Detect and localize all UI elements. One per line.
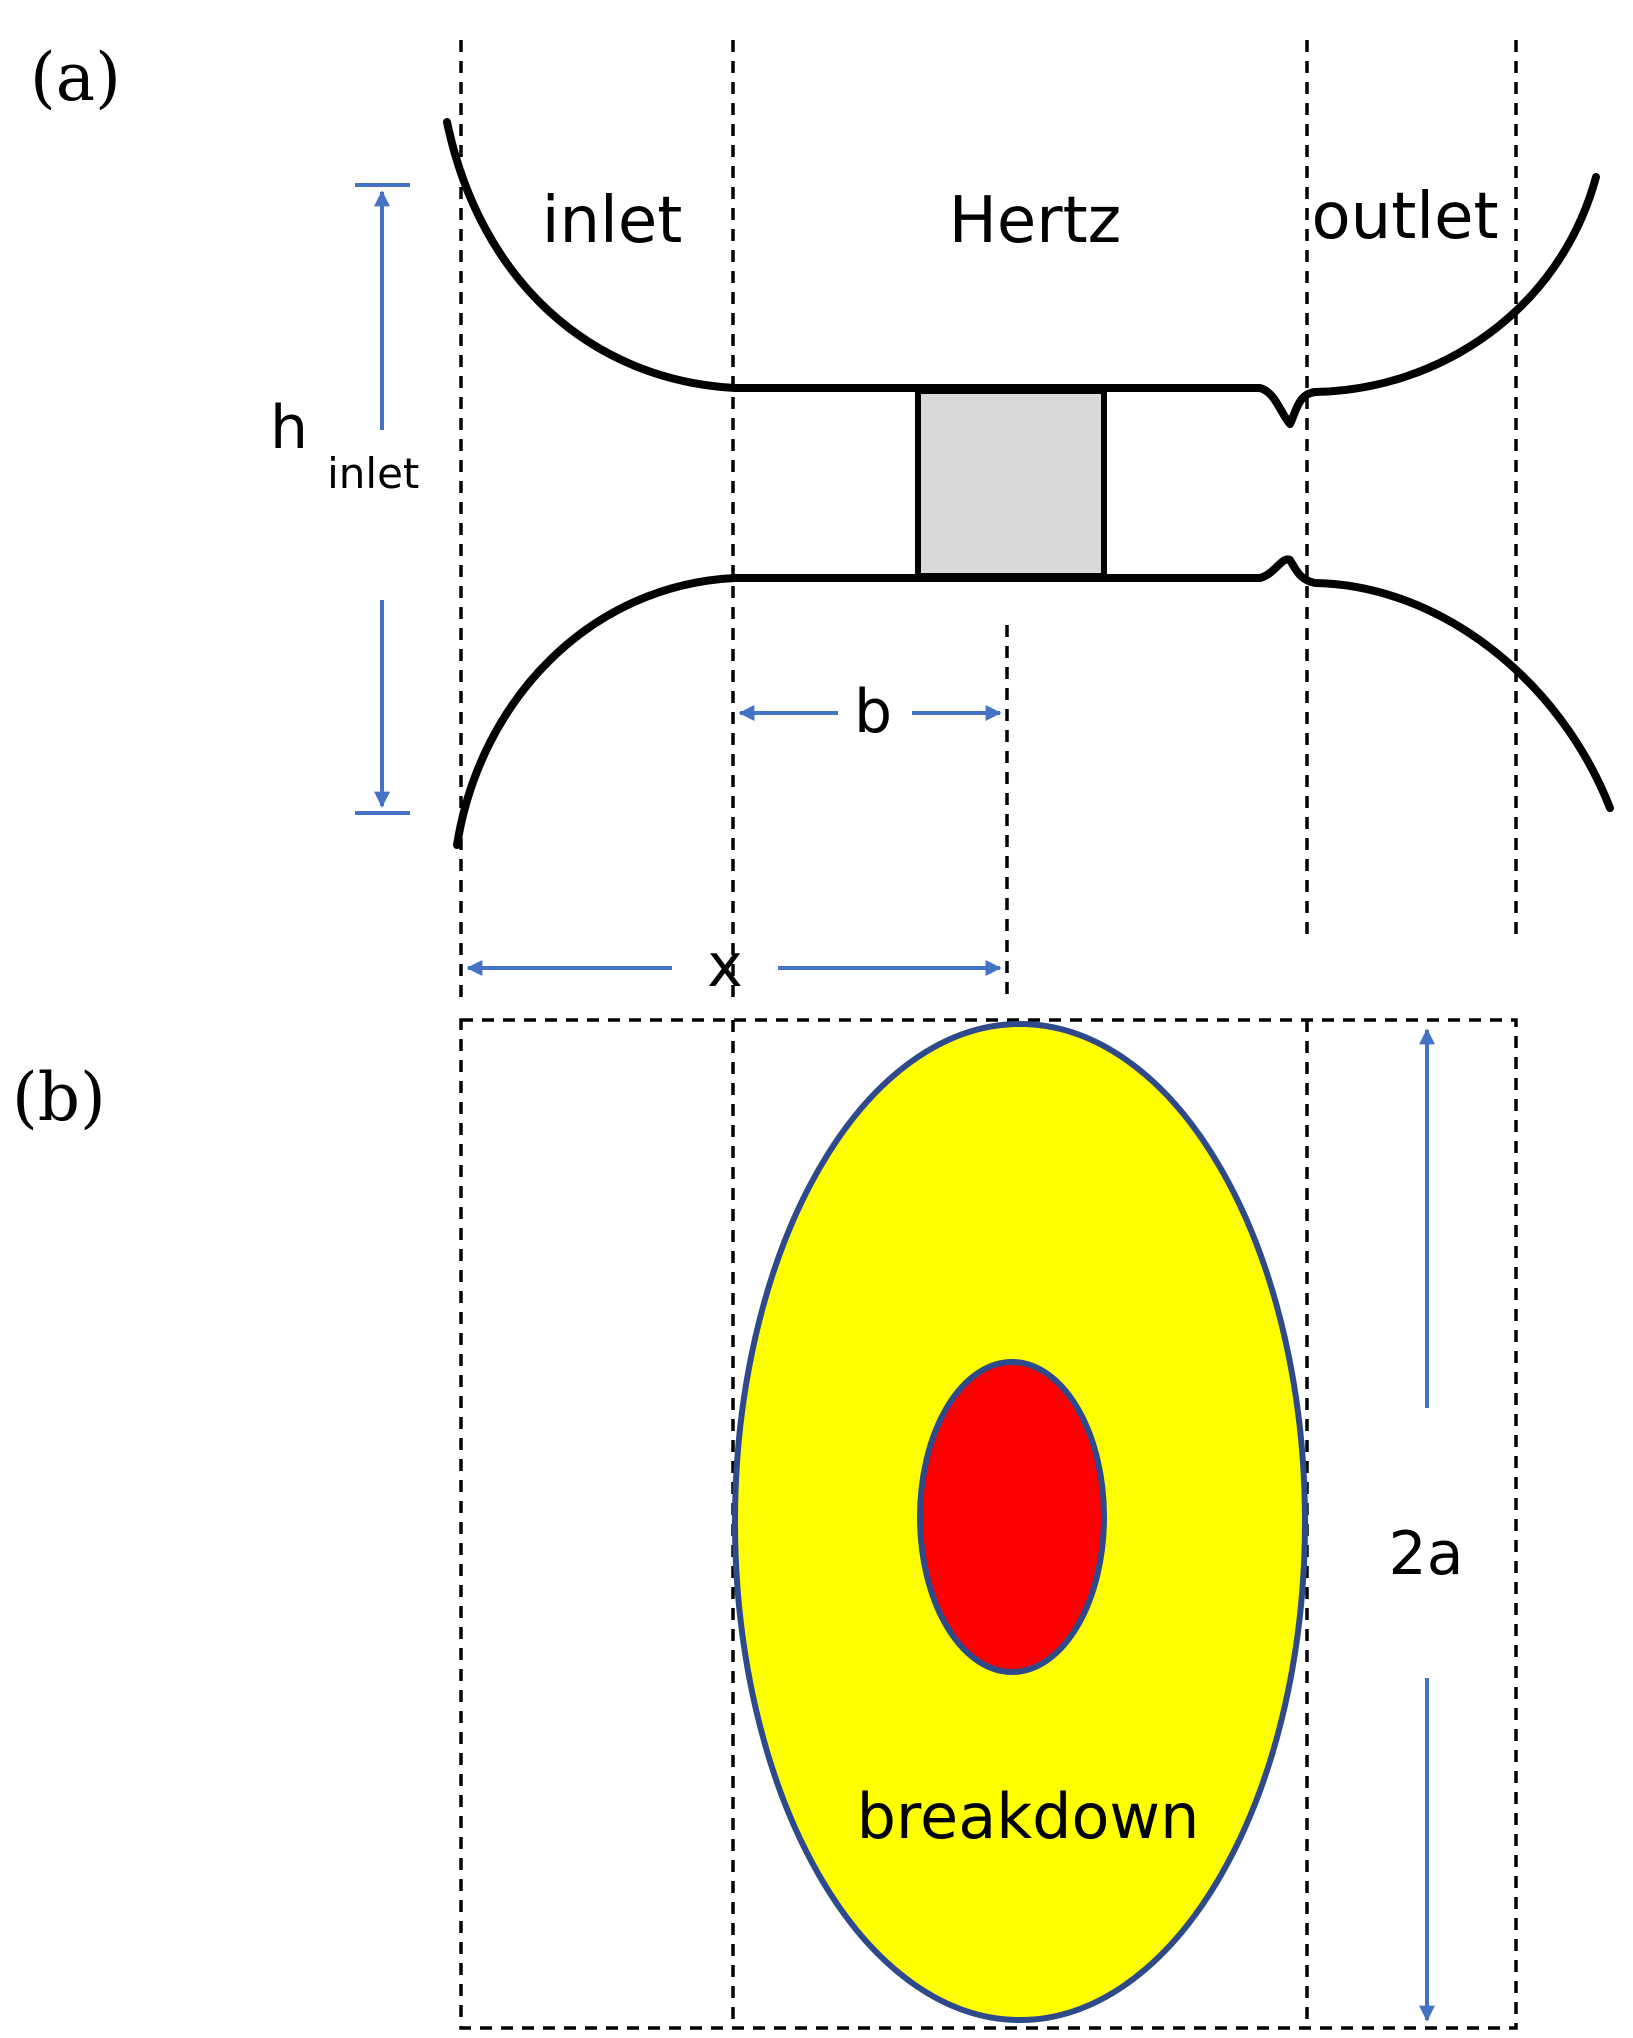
- lower-surface: [453, 555, 1614, 849]
- panel-b-outer-box: [459, 1018, 1518, 2030]
- h-inlet-label: h inlet: [270, 393, 419, 498]
- region-label-hertz: Hertz: [949, 184, 1122, 258]
- panel-b-label: (b): [12, 1059, 106, 1136]
- x-label: x: [707, 931, 743, 1001]
- h-inlet-dimension: [355, 183, 410, 815]
- panel-a-label: (a): [30, 39, 121, 116]
- breakdown-label: breakdown: [857, 1780, 1200, 1853]
- inner-breakdown-ellipse: [917, 1359, 1107, 1675]
- b-label: b: [854, 677, 892, 747]
- two-a-label: 2a: [1389, 1519, 1464, 1589]
- contact-surfaces: [443, 118, 1614, 849]
- region-label-inlet: inlet: [542, 184, 683, 258]
- hertz-contact-block: [915, 388, 1107, 579]
- upper-surface: [443, 118, 1600, 428]
- h-inlet-main: h: [270, 393, 308, 463]
- region-label-outlet: outlet: [1311, 180, 1498, 254]
- h-inlet-subscript: inlet: [327, 449, 419, 498]
